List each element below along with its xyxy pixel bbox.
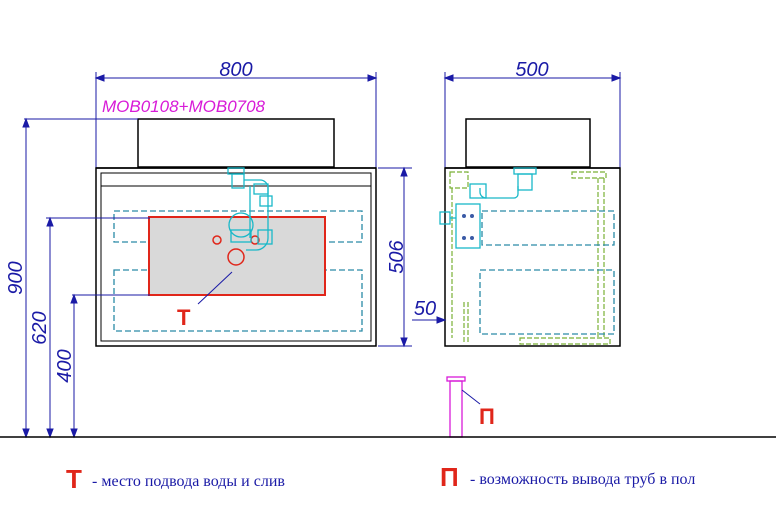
side-offset-label: 50 <box>414 298 436 320</box>
side-depth-dimension <box>443 72 622 170</box>
side-cabinet <box>444 167 621 347</box>
front-view: 800 MOB0108+MOB0708 <box>5 59 412 439</box>
front-width-label: 800 <box>219 59 252 81</box>
side-offset-dimension <box>412 316 447 324</box>
siphon <box>227 167 273 251</box>
front-drawer-top <box>113 210 363 243</box>
water-inlet-left <box>212 235 222 245</box>
side-drawer-bottom <box>479 269 615 335</box>
front-width-dimension <box>94 72 378 170</box>
front-drawer-bottom <box>113 269 363 332</box>
floor-pipe <box>446 376 481 438</box>
model-label: MOB0108+MOB0708 <box>102 97 266 116</box>
front-cabinet-height-dimension <box>378 166 412 348</box>
drain-height-label: 400 <box>54 349 76 382</box>
total-height-label: 900 <box>5 261 27 294</box>
legend-floor-text: - возможность вывода труб в пол <box>470 471 695 488</box>
drain-height-dimension <box>70 293 150 439</box>
legend-floor-mark: П <box>440 462 459 492</box>
side-siphon <box>439 167 537 249</box>
front-cabinet-height-label: 506 <box>386 239 408 273</box>
drain-outlet <box>227 248 245 266</box>
side-frame <box>449 171 611 345</box>
water-marker-leader <box>197 271 233 305</box>
side-drawer-top <box>481 210 615 246</box>
legend: T - место подвода воды и слив П - возмож… <box>66 462 695 494</box>
legend-water-text: - место подвода воды и слив <box>92 473 285 490</box>
side-valves <box>462 214 474 240</box>
water-drain-zone <box>148 216 326 296</box>
side-view: 500 <box>412 59 622 438</box>
connection-height-label: 620 <box>29 311 51 344</box>
floor-marker: П <box>479 404 495 429</box>
total-height-dimension <box>22 117 138 439</box>
basin-outline <box>137 118 335 168</box>
front-cabinet-inner <box>100 172 372 342</box>
side-basin-outline <box>465 118 591 168</box>
connection-height-dimension <box>46 216 150 439</box>
side-depth-label: 500 <box>515 59 548 81</box>
legend-water-mark: T <box>66 464 82 494</box>
water-marker: T <box>177 305 191 330</box>
